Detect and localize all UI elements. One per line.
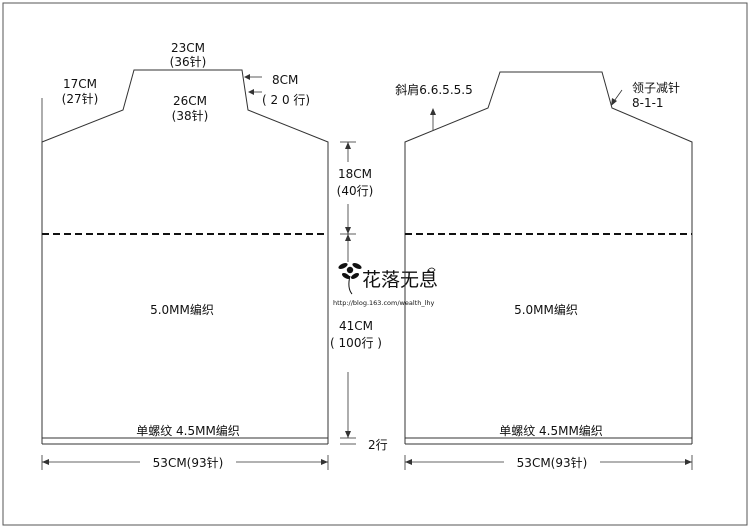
collar-decrease-arrow — [611, 89, 623, 106]
flower-logo-icon — [338, 262, 362, 295]
front-rib-label: 单螺纹 4.5MM编织 — [499, 423, 603, 438]
shoulder-slope-label: 斜肩6.6.5.5.5 — [395, 82, 472, 97]
watermark: 花落无息 http://blog.163.com/wealth_lhy — [333, 262, 438, 307]
back-rib-label: 单螺纹 4.5MM编织 — [136, 423, 240, 438]
back-body-knit-label: 5.0MM编织 — [150, 302, 214, 317]
lower-body-height-label: 41CM — [339, 319, 373, 333]
front-width-label: 53CM(93针) — [517, 455, 588, 470]
watermark-url: http://blog.163.com/wealth_lhy — [333, 299, 435, 307]
neck-height-rows-label: ( 2 0 行) — [262, 93, 310, 107]
front-piece: 斜肩6.6.5.5.5 领子减针 8-1-1 5.0MM编织 单螺纹 4.5MM… — [395, 71, 693, 470]
upper-body-rows-label: (40行) — [337, 184, 374, 198]
back-piece: 23CM (36针) 26CM (38针) 17CM (27针) 8CM ( 2… — [41, 41, 388, 470]
neck-top-stitches-label: (36针) — [170, 54, 207, 69]
shoulder-height-rows-label: (27针) — [62, 91, 99, 106]
neck-base-stitches-label: (38针) — [172, 108, 209, 123]
front-body-knit-label: 5.0MM编织 — [514, 302, 578, 317]
back-width-dimension — [41, 455, 329, 470]
swirl-icon — [427, 267, 436, 273]
shoulder-height-label: 17CM — [63, 77, 97, 91]
watermark-title: 花落无息 — [362, 269, 438, 291]
lower-body-dimension — [340, 234, 356, 445]
front-width-dimension — [404, 455, 693, 470]
rib-rows-label: 2行 — [368, 438, 388, 452]
upper-body-height-label: 18CM — [338, 167, 372, 181]
back-piece-outline — [41, 69, 329, 444]
collar-decrease-values: 8-1-1 — [632, 96, 664, 110]
neck-height-label: 8CM — [272, 73, 298, 87]
shoulder-slope-arrow — [430, 108, 436, 130]
neck-height-arrows — [244, 74, 262, 95]
front-piece-outline — [404, 71, 693, 444]
back-width-label: 53CM(93针) — [153, 455, 224, 470]
collar-decrease-label: 领子减针 — [632, 80, 680, 95]
neck-top-width-label: 23CM — [171, 41, 205, 55]
neck-base-width-label: 26CM — [173, 94, 207, 108]
lower-body-rows-label: ( 100行 ) — [330, 336, 382, 350]
